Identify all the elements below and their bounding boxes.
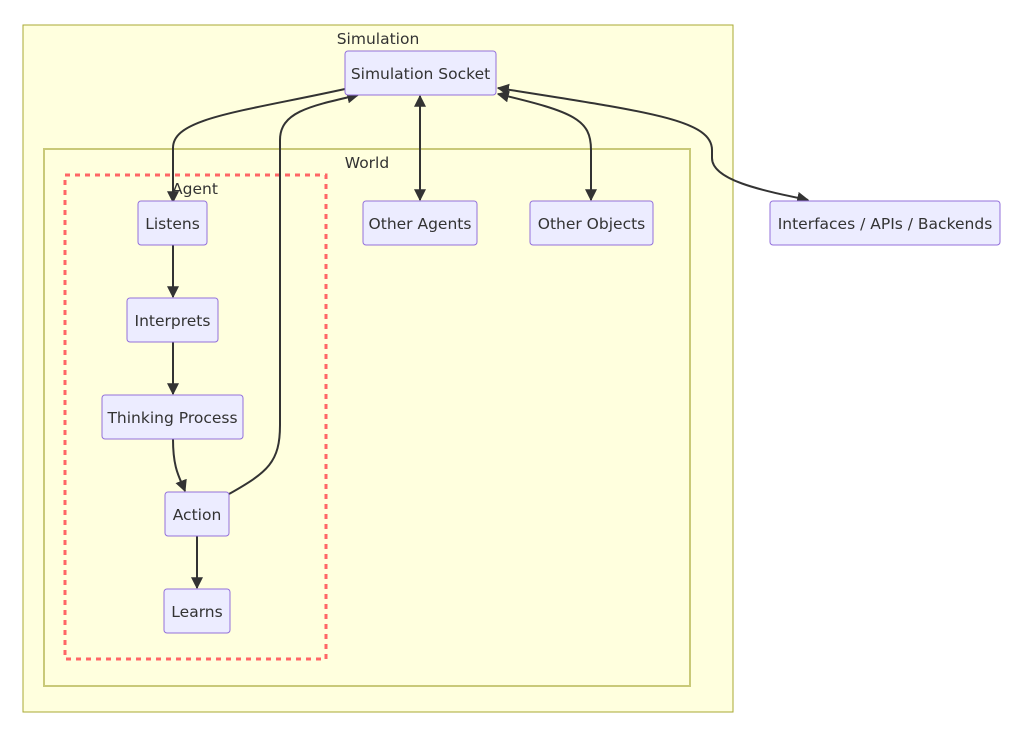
node-other-objects-label: Other Objects xyxy=(538,215,646,233)
node-other-agents-label: Other Agents xyxy=(369,215,472,233)
node-simulation-socket: Simulation Socket xyxy=(344,50,497,96)
node-interprets: Interprets xyxy=(126,297,219,343)
node-action-label: Action xyxy=(173,506,222,524)
node-interprets-label: Interprets xyxy=(135,312,211,330)
agent-cluster: Agent xyxy=(63,173,328,661)
world-cluster-label: World xyxy=(345,154,389,172)
node-thinking-process: Thinking Process xyxy=(101,394,244,440)
node-listens-label: Listens xyxy=(145,215,200,233)
edge-socket-interfaces xyxy=(496,83,810,204)
edge-thinking-action xyxy=(172,438,187,493)
node-action: Action xyxy=(164,491,230,537)
node-other-objects: Other Objects xyxy=(529,200,654,246)
node-learns-label: Learns xyxy=(171,603,222,621)
node-thinking-process-label: Thinking Process xyxy=(106,409,237,427)
node-simulation-socket-label: Simulation Socket xyxy=(351,65,490,83)
node-interfaces-apis-backends-label: Interfaces / APIs / Backends xyxy=(778,215,993,233)
edge-action-socket xyxy=(228,91,360,495)
node-interfaces-apis-backends: Interfaces / APIs / Backends xyxy=(769,200,1001,246)
simulation-cluster-label: Simulation xyxy=(337,30,420,48)
node-learns: Learns xyxy=(163,588,231,634)
agent-cluster-label: Agent xyxy=(172,180,218,198)
edges xyxy=(167,83,810,590)
edge-socket-listens xyxy=(167,88,346,204)
node-other-agents: Other Agents xyxy=(362,200,478,246)
node-listens: Listens xyxy=(137,200,208,246)
